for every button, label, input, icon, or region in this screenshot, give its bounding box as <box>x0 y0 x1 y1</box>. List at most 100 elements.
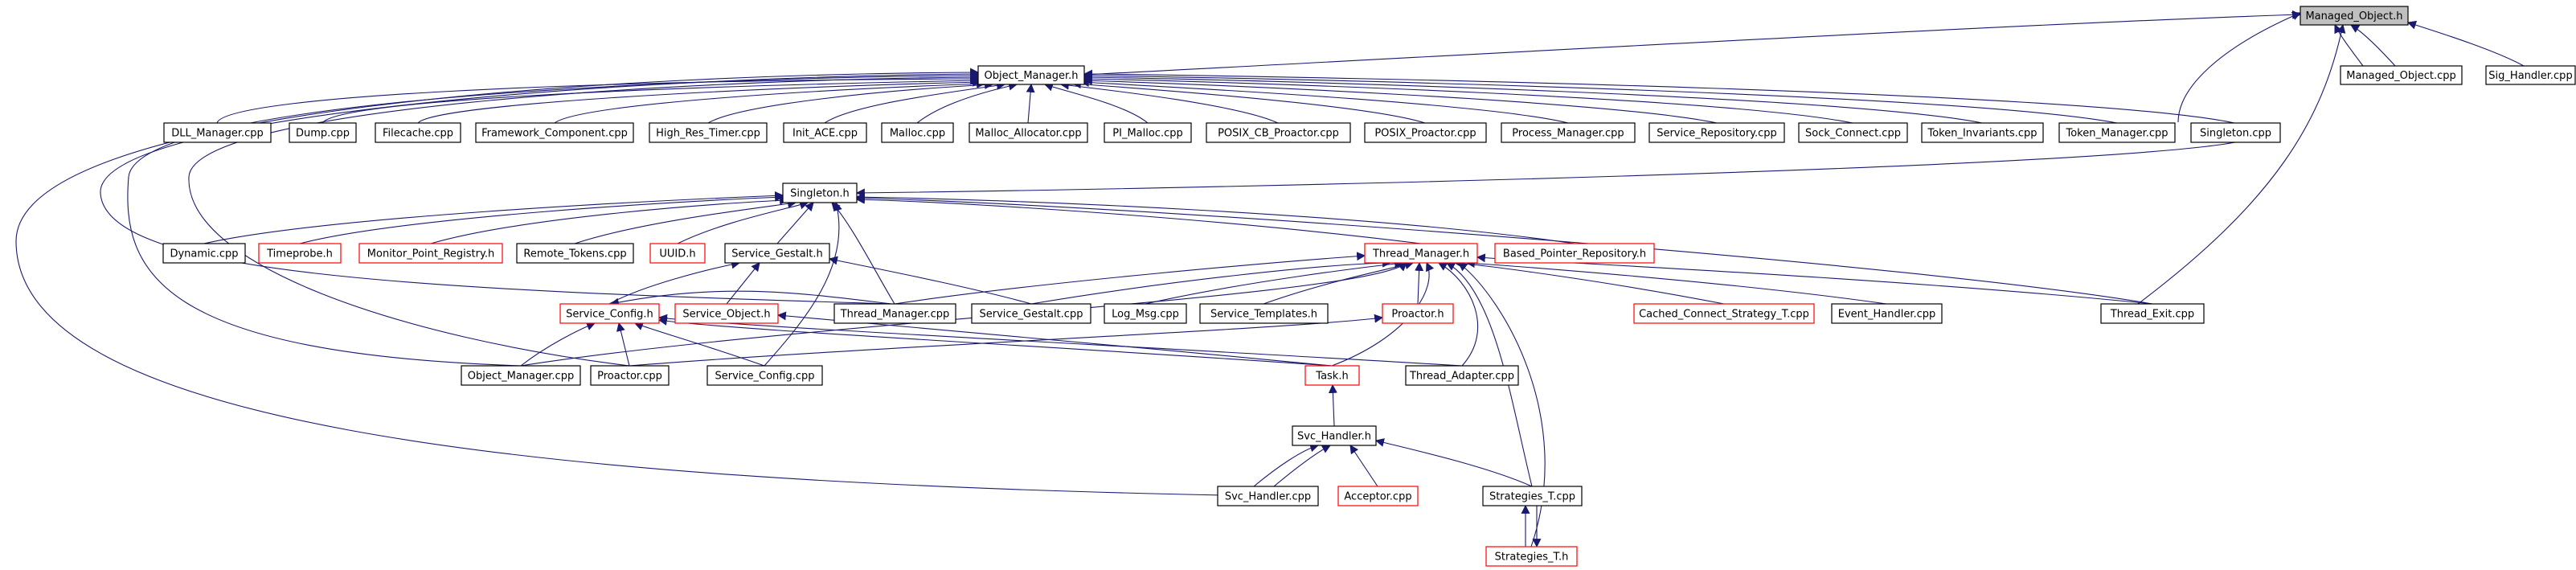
file-node-label: Thread_Exit.cpp <box>2110 309 2194 321</box>
file-node-thread-exit-cpp[interactable]: Thread_Exit.cpp <box>2100 303 2205 324</box>
dependency-edge <box>1374 438 1533 487</box>
file-node-cached-connect-strategy-t-cpp[interactable]: Cached_Connect_Strategy_T.cpp <box>1633 303 1815 324</box>
file-node-filecache-cpp[interactable]: Filecache.cpp <box>375 122 461 143</box>
file-node-box <box>649 122 768 143</box>
file-node-label: Token_Manager.cpp <box>2065 128 2168 140</box>
dependency-edge <box>321 76 980 124</box>
file-node-managed-object-cpp[interactable]: Managed_Object.cpp <box>2340 65 2463 85</box>
file-node-service-config-cpp[interactable]: Service_Config.cpp <box>706 365 823 386</box>
file-node-box <box>971 303 1091 324</box>
file-node-posix-proactor-cpp[interactable]: POSIX_Proactor.cpp <box>1364 122 1487 143</box>
file-node-service-object-h[interactable]: Service_Object.h <box>674 303 779 324</box>
file-node-box <box>674 303 779 324</box>
file-node-box <box>881 122 954 143</box>
dependency-edge <box>100 69 980 305</box>
file-node-label: Svc_Handler.cpp <box>1225 491 1311 503</box>
file-node-sig-handler-cpp[interactable]: Sig_Handler.cpp <box>2485 65 2576 85</box>
file-node-thread-manager-h[interactable]: Thread_Manager.h <box>1364 243 1478 264</box>
file-node-box <box>1405 365 1519 386</box>
file-node-service-repository-cpp[interactable]: Service_Repository.cpp <box>1648 122 1785 143</box>
dependency-edge <box>1263 260 1415 305</box>
file-node-dynamic-cpp[interactable]: Dynamic.cpp <box>162 243 246 264</box>
file-node-token-manager-cpp[interactable]: Token_Manager.cpp <box>2058 122 2176 143</box>
file-node-box <box>1485 546 1578 567</box>
file-node-malloc-cpp[interactable]: Malloc.cpp <box>881 122 954 143</box>
dependency-edge <box>1079 78 1569 124</box>
file-node-service-templates-h[interactable]: Service_Templates.h <box>1199 303 1329 324</box>
dependency-edge <box>657 317 1333 367</box>
file-node-box <box>1217 486 1319 506</box>
file-node-label: Event_Handler.cpp <box>1838 309 1936 321</box>
file-node-based-pointer-repository-h[interactable]: Based_Pointer_Repository.h <box>1494 243 1655 264</box>
file-node-event-handler-cpp[interactable]: Event_Handler.cpp <box>1831 303 1943 324</box>
file-node-service-config-h[interactable]: Service_Config.h <box>559 303 660 324</box>
dependency-edge <box>1083 72 1983 124</box>
dependency-edges <box>15 10 2525 548</box>
file-node-log-msg-cpp[interactable]: Log_Msg.cpp <box>1104 303 1187 324</box>
file-node-uuid-h[interactable]: UUID.h <box>649 243 706 264</box>
file-node-strategies-t-h[interactable]: Strategies_T.h <box>1485 546 1578 567</box>
file-node-timeprobe-h[interactable]: Timeprobe.h <box>258 243 342 264</box>
file-node-monitor-point-registry-h[interactable]: Monitor_Point_Registry.h <box>358 243 503 264</box>
file-node-svc-handler-cpp[interactable]: Svc_Handler.cpp <box>1217 486 1319 506</box>
file-node-label: Filecache.cpp <box>383 128 453 140</box>
file-node-object-manager-cpp[interactable]: Object_Manager.cpp <box>461 365 581 386</box>
file-node-box <box>258 243 342 264</box>
file-node-label: Managed_Object.cpp <box>2346 70 2456 82</box>
dependency-edge <box>203 191 784 244</box>
file-node-dump-cpp[interactable]: Dump.cpp <box>289 122 357 143</box>
file-node-label: High_Res_Timer.cpp <box>656 128 760 140</box>
dependency-edge <box>1145 259 1404 305</box>
file-node-task-h[interactable]: Task.h <box>1304 365 1360 386</box>
file-node-label: Malloc.cpp <box>890 128 945 140</box>
file-node-malloc-allocator-cpp[interactable]: Malloc_Allocator.cpp <box>969 122 1088 143</box>
file-node-init-ace-cpp[interactable]: Init_ACE.cpp <box>783 122 867 143</box>
file-node-managed-object-h[interactable]: Managed_Object.h <box>2300 6 2409 26</box>
file-node-thread-manager-cpp[interactable]: Thread_Manager.cpp <box>833 303 956 324</box>
file-node-box <box>1382 303 1454 324</box>
file-node-box <box>1364 243 1478 264</box>
file-node-posix-cb-proactor-cpp[interactable]: POSIX_CB_Proactor.cpp <box>1206 122 1351 143</box>
file-node-box <box>1921 122 2044 143</box>
file-node-svc-handler-h[interactable]: Svc_Handler.h <box>1292 425 1377 446</box>
file-node-thread-adapter-cpp[interactable]: Thread_Adapter.cpp <box>1405 365 1519 386</box>
dependency-edge <box>1446 262 1533 487</box>
dependency-edge <box>216 74 980 124</box>
file-node-box <box>969 122 1088 143</box>
file-node-service-gestalt-cpp[interactable]: Service_Gestalt.cpp <box>971 303 1091 324</box>
dependency-edge <box>855 141 2236 198</box>
file-node-framework-component-cpp[interactable]: Framework_Component.cpp <box>475 122 634 143</box>
file-node-box <box>782 182 858 203</box>
dependency-edge <box>855 193 2153 305</box>
file-node-acceptor-cpp[interactable]: Acceptor.cpp <box>1337 486 1419 506</box>
file-node-box <box>289 122 357 143</box>
dependency-edge <box>1438 262 1479 367</box>
file-node-high-res-timer-cpp[interactable]: High_Res_Timer.cpp <box>649 122 768 143</box>
dependency-edge <box>2350 24 2396 67</box>
file-node-singleton-cpp[interactable]: Singleton.cpp <box>2190 122 2281 143</box>
file-node-singleton-h[interactable]: Singleton.h <box>782 182 858 203</box>
file-node-box <box>1648 122 1785 143</box>
dependency-edge <box>1083 74 1853 124</box>
file-node-service-gestalt-h[interactable]: Service_Gestalt.h <box>724 243 830 264</box>
dependency-edge <box>1253 443 1320 487</box>
file-node-box <box>1304 365 1360 386</box>
dependency-edge <box>608 260 741 305</box>
dependency-edge <box>299 192 784 244</box>
file-node-box <box>724 243 830 264</box>
file-node-object-manager-h[interactable]: Object_Manager.h <box>977 65 1085 85</box>
file-node-box <box>1104 303 1187 324</box>
file-node-proactor-cpp[interactable]: Proactor.cpp <box>590 365 670 386</box>
file-node-proactor-h[interactable]: Proactor.h <box>1382 303 1454 324</box>
dependency-edge <box>1043 82 1149 124</box>
file-node-token-invariants-cpp[interactable]: Token_Invariants.cpp <box>1921 122 2044 143</box>
file-node-label: Init_ACE.cpp <box>792 128 858 140</box>
dependency-edge <box>855 195 1422 244</box>
file-node-process-manager-cpp[interactable]: Process_Manager.cpp <box>1501 122 1636 143</box>
file-node-pi-malloc-cpp[interactable]: PI_Malloc.cpp <box>1104 122 1192 143</box>
file-node-dll-manager-cpp[interactable]: DLL_Manager.cpp <box>163 122 272 143</box>
file-node-strategies-t-cpp[interactable]: Strategies_T.cpp <box>1482 486 1583 506</box>
file-node-sock-connect-cpp[interactable]: Sock_Connect.cpp <box>1798 122 1908 143</box>
dependency-edge <box>824 80 1006 124</box>
file-node-remote-tokens-cpp[interactable]: Remote_Tokens.cpp <box>516 243 634 264</box>
